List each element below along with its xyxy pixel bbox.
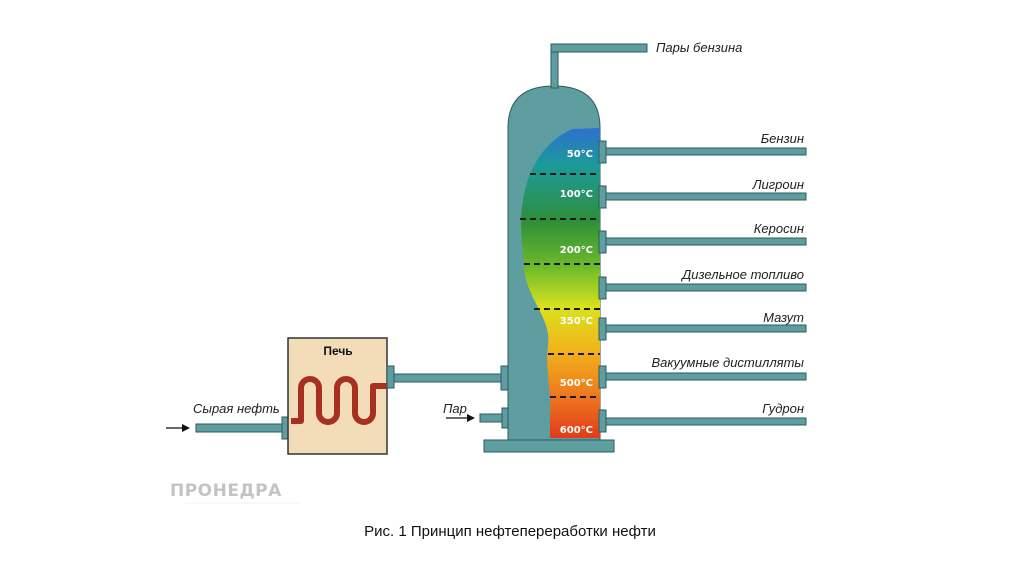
- outlet-benzin: Бензин: [598, 131, 807, 164]
- fraction-label: Дизельное топливо: [680, 267, 804, 282]
- heating-coil: [291, 376, 387, 425]
- outlet-mazut: Мазут: [598, 310, 807, 341]
- outlet-gudron: Гудрон: [598, 401, 807, 433]
- fraction-label: Гудрон: [762, 401, 804, 416]
- furnace-title: Печь: [323, 344, 352, 358]
- top-vapor-pipe: Пары бензина: [550, 40, 742, 89]
- top-product-label: Пары бензина: [656, 40, 742, 55]
- outlet-diesel: Дизельное топливо: [598, 267, 807, 300]
- outlet-ligroin: Лигроин: [598, 177, 807, 209]
- column-base: [483, 439, 615, 453]
- temperature-labels: 50°C 100°C 200°C 350°C 500°C 600°C: [560, 149, 593, 436]
- furnace-outlet-pipe: [386, 365, 509, 391]
- temp-label: 350°C: [560, 316, 593, 327]
- column-trays: [520, 173, 600, 398]
- figure-caption: Рис. 1 Принцип нефтепереработки нефти: [364, 523, 656, 540]
- temp-label: 500°C: [560, 378, 593, 389]
- fraction-label: Лигроин: [752, 177, 804, 192]
- steam-label: Пар: [443, 401, 467, 416]
- outlet-pipes: Бензин Лигроин Керосин Дизельное топливо…: [598, 131, 807, 433]
- steam-inlet: [446, 407, 510, 429]
- fraction-label: Вакуумные дистилляты: [652, 355, 805, 370]
- watermark: ПРОНЕДРА: [170, 481, 282, 501]
- crude-oil-label: Сырая нефть: [193, 401, 280, 416]
- temp-label: 600°C: [560, 425, 593, 436]
- crude-oil-inlet: [166, 416, 290, 440]
- fraction-label: Бензин: [761, 131, 804, 146]
- fraction-label: Мазут: [763, 310, 804, 325]
- furnace: Печь: [287, 337, 388, 455]
- outlet-kerosin: Керосин: [598, 221, 807, 254]
- temp-label: 100°C: [560, 189, 593, 200]
- temp-label: 50°C: [567, 149, 593, 160]
- fraction-label: Керосин: [754, 221, 804, 236]
- distillation-column: [483, 85, 615, 453]
- column-liquid: [521, 128, 600, 438]
- outlet-vacuum: Вакуумные дистилляты: [598, 355, 807, 389]
- temp-label: 200°C: [560, 245, 593, 256]
